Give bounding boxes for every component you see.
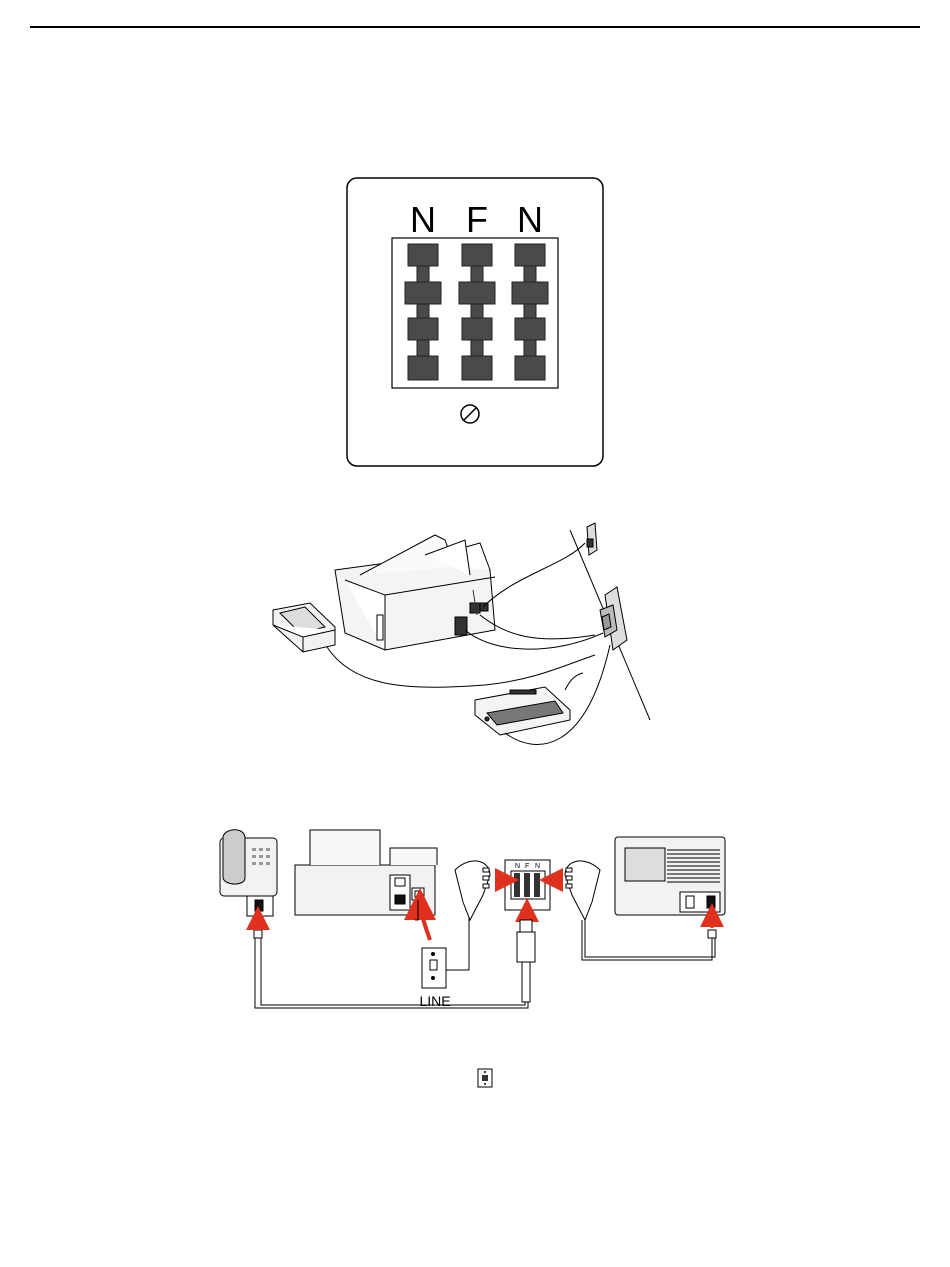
socket-letter-n-left: N bbox=[410, 199, 436, 240]
adapter-to-answering-machine-cable bbox=[582, 920, 712, 960]
wall-jack-icon bbox=[422, 948, 446, 988]
connection-schematic-figure: LINE N F N bbox=[215, 820, 735, 1015]
printer-cable-1 bbox=[480, 615, 595, 639]
plug-right-icon bbox=[565, 861, 600, 920]
telephone-icon bbox=[220, 830, 277, 916]
socket-letter-n-right: N bbox=[517, 199, 543, 240]
nfn-socket-figure: N F N bbox=[345, 176, 605, 468]
phone-to-adapter-cable bbox=[255, 938, 528, 1008]
adapter-letter-f: F bbox=[525, 863, 529, 870]
power-cable bbox=[483, 543, 585, 607]
screw-icon bbox=[461, 405, 479, 423]
printer-drawing bbox=[335, 535, 495, 650]
answering-machine-icon bbox=[615, 837, 725, 915]
wall-socket-nfn bbox=[600, 587, 627, 650]
installation-perspective-figure bbox=[265, 515, 665, 770]
wall-outlet-top bbox=[587, 523, 597, 555]
nfn-adapter-icon: N F N bbox=[505, 860, 550, 910]
adapter-letter-n-left: N bbox=[515, 863, 520, 870]
socket-letter-f: F bbox=[466, 199, 488, 240]
plug-bottom-icon bbox=[517, 920, 535, 1002]
answering-machine-drawing bbox=[475, 687, 570, 735]
phone-cable bbox=[327, 647, 595, 687]
plug-left-icon bbox=[455, 861, 490, 920]
telephone-drawing bbox=[273, 603, 335, 652]
printer-cable-2 bbox=[465, 630, 603, 649]
adapter-letter-n-right: N bbox=[535, 863, 540, 870]
line-label: LINE bbox=[419, 993, 450, 1009]
printer-icon bbox=[295, 830, 437, 915]
header-rule bbox=[30, 26, 920, 28]
phone-jack-icon bbox=[477, 1068, 493, 1088]
